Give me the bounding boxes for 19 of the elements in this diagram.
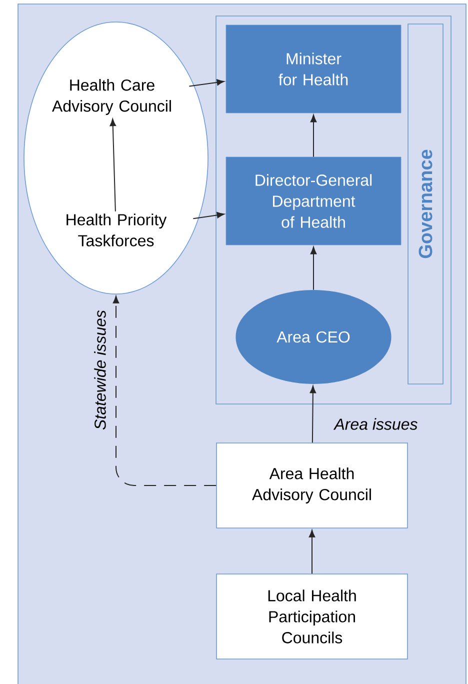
arrow	[308, 530, 316, 574]
governance-band: Governance	[408, 24, 444, 384]
process-box: Director-General Department of Health	[226, 156, 402, 246]
arrow	[310, 114, 317, 158]
arrow	[310, 246, 317, 290]
taskforce-label: Health Priority Taskforces	[66, 214, 167, 246]
council-box: Local Health Participation Councils	[216, 574, 408, 660]
edge-label: Statewide issues	[93, 308, 107, 432]
arrow	[110, 118, 116, 212]
oval-outline	[24, 22, 208, 294]
edge-label: Area issues	[333, 417, 419, 431]
council-label: Health Care Advisory Council	[52, 79, 171, 115]
arrow	[310, 386, 316, 444]
arrow	[112, 296, 217, 486]
arrow	[192, 212, 224, 220]
arrow	[188, 79, 224, 87]
council-box: Area Health Advisory Council	[216, 442, 408, 528]
governance-frame	[216, 16, 452, 404]
process-box: Minister for Health	[226, 24, 402, 114]
